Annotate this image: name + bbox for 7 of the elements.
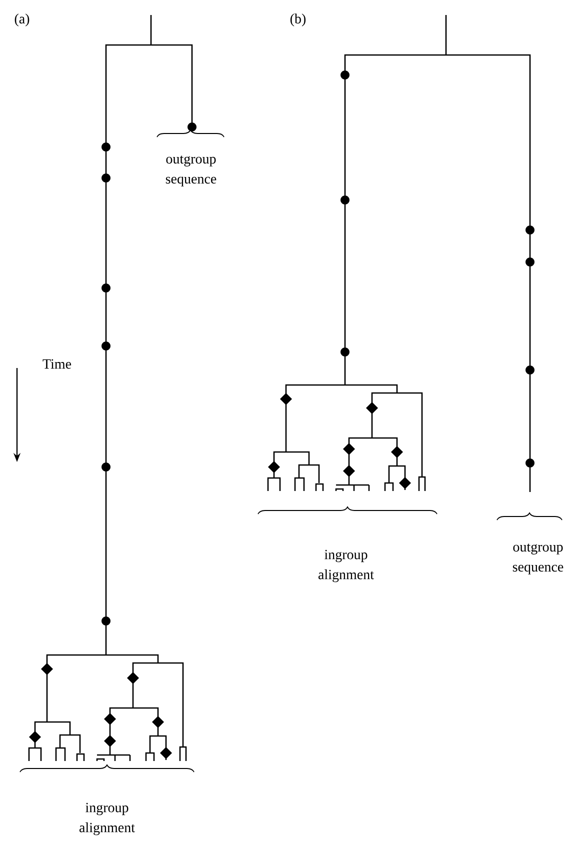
axis-label: Time [42,359,72,369]
group-label: outgroup sequence [166,156,216,186]
panel-label: (b) [290,14,306,26]
panel-label: (a) [14,14,30,26]
group-label: outgroup sequence [512,544,564,574]
group-label: ingroup alignment [80,802,135,836]
group-label: ingroup alignment [318,550,374,582]
